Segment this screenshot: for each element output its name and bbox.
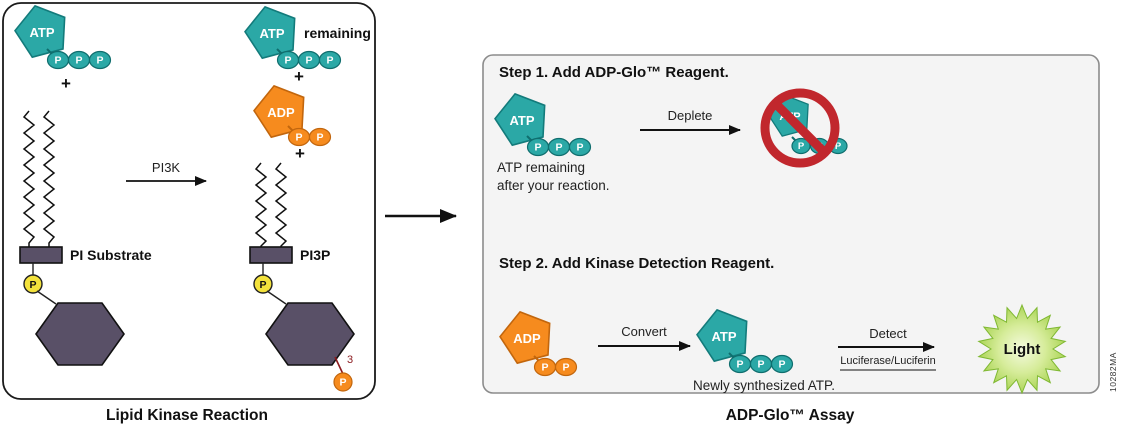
atp-pentagon — [244, 5, 296, 60]
phosphate-chain: P P — [533, 355, 578, 377]
atp-pentagon — [494, 92, 546, 147]
atp-label: ATP — [259, 26, 284, 41]
atp-pentagon — [696, 308, 748, 363]
phosphate-chain: P P P — [46, 48, 112, 70]
pi3p-label: PI3P — [300, 247, 330, 263]
phosphate-label: P — [835, 141, 842, 152]
adp-molecule: ADP — [499, 310, 551, 365]
connector-line — [266, 290, 287, 305]
phosphate-label: P — [736, 359, 743, 371]
convert-label: Convert — [621, 324, 667, 339]
phosphate-label: P — [75, 55, 82, 67]
step1-title: Step 1. Add ADP-Glo™ Reagent. — [499, 64, 729, 81]
adp-pentagon — [499, 310, 551, 365]
newly-synthesized-caption: Newly synthesized ATP. — [693, 378, 835, 393]
phosphate-label: P — [259, 279, 266, 291]
phosphate-label: P — [316, 132, 323, 144]
light-starburst: Light — [977, 303, 1067, 395]
phosphate-label: P — [534, 142, 541, 154]
prohibition-ring — [760, 88, 840, 168]
plus-sign: + — [295, 144, 305, 163]
phosphate-label: P — [562, 362, 569, 374]
position-3-bond — [334, 356, 344, 375]
phosphate-label: P — [326, 55, 333, 67]
fatty-acid-chain — [254, 162, 268, 248]
phosphate-label: P — [305, 55, 312, 67]
atp-molecule: ATP — [494, 92, 546, 147]
right-panel-caption: ADP-Glo™ Assay — [726, 407, 855, 424]
figure-id-watermark: 10282MA — [1108, 352, 1118, 392]
step2-title: Step 2. Add Kinase Detection Reagent. — [499, 255, 774, 272]
connector-line — [36, 290, 57, 305]
pi3k-label: PI3K — [152, 160, 181, 175]
phosphate — [568, 137, 592, 157]
phosphate-chain: P P P — [728, 352, 794, 374]
light-label: Light — [1004, 341, 1041, 358]
adp-pentagon — [253, 84, 305, 139]
fatty-acid-chain — [22, 110, 36, 248]
inositol-hexagon — [265, 302, 355, 366]
pi-substrate-label: PI Substrate — [70, 247, 152, 263]
atp-molecule: ATP — [696, 308, 748, 363]
adp-label: ADP — [513, 331, 541, 346]
glycerol-backbone — [19, 246, 63, 264]
phosphate-yellow — [23, 274, 43, 294]
phosphate — [308, 127, 332, 147]
atp-molecule: ATP — [14, 4, 66, 59]
atp-label: ATP — [711, 329, 736, 344]
phosphate-label: P — [54, 55, 61, 67]
luciferase-label: Luciferase/Luciferin — [840, 355, 935, 367]
phosphate-label: P — [555, 142, 562, 154]
phosphate-label: P — [29, 279, 36, 291]
atp-molecule: ATP — [244, 5, 296, 60]
phosphate-label: P — [339, 377, 346, 389]
inositol-hexagon — [35, 302, 125, 366]
phosphate-chain: P P P — [276, 48, 342, 70]
phosphate-label: P — [778, 359, 785, 371]
phosphate-label: P — [295, 132, 302, 144]
fatty-acid-chain — [274, 162, 288, 248]
phosphate-label: P — [576, 142, 583, 154]
adp-molecule: ADP — [253, 84, 305, 139]
phosphate — [88, 50, 112, 70]
phosphate-label: P — [96, 55, 103, 67]
prohibition-group: ATP P P P — [760, 88, 848, 168]
remaining-label: remaining — [304, 25, 371, 41]
phosphate-label: P — [284, 55, 291, 67]
phosphate-label: P — [757, 359, 764, 371]
glycerol-backbone — [249, 246, 293, 264]
phosphate-yellow — [253, 274, 273, 294]
phosphate-label: P — [541, 362, 548, 374]
light-starburst-shape — [977, 303, 1067, 395]
atp-label: ATP — [509, 113, 534, 128]
phosphate-chain: P P P — [526, 135, 592, 157]
atp-label: ATP — [29, 25, 54, 40]
prohibition-slash — [772, 100, 828, 156]
position-3-label: 3 — [347, 354, 353, 366]
phosphate — [770, 354, 794, 374]
phosphate — [318, 50, 342, 70]
plus-sign: + — [294, 67, 304, 86]
atp-pentagon — [14, 4, 66, 59]
fatty-acid-chain — [42, 110, 56, 248]
atp-remaining-caption-line1: ATP remaining — [497, 160, 585, 175]
phosphate — [554, 357, 578, 377]
atp-remaining-caption-line2: after your reaction. — [497, 178, 610, 193]
detect-label: Detect — [869, 326, 907, 341]
left-panel-caption: Lipid Kinase Reaction — [106, 407, 268, 424]
adp-label: ADP — [267, 105, 295, 120]
deplete-label: Deplete — [668, 108, 713, 123]
phosphate-chain: P P — [287, 125, 332, 147]
phosphate-label: P — [798, 141, 805, 152]
plus-sign: + — [61, 74, 71, 93]
adp-glo-assay-panel — [482, 54, 1100, 394]
phosphate-new — [333, 372, 353, 392]
